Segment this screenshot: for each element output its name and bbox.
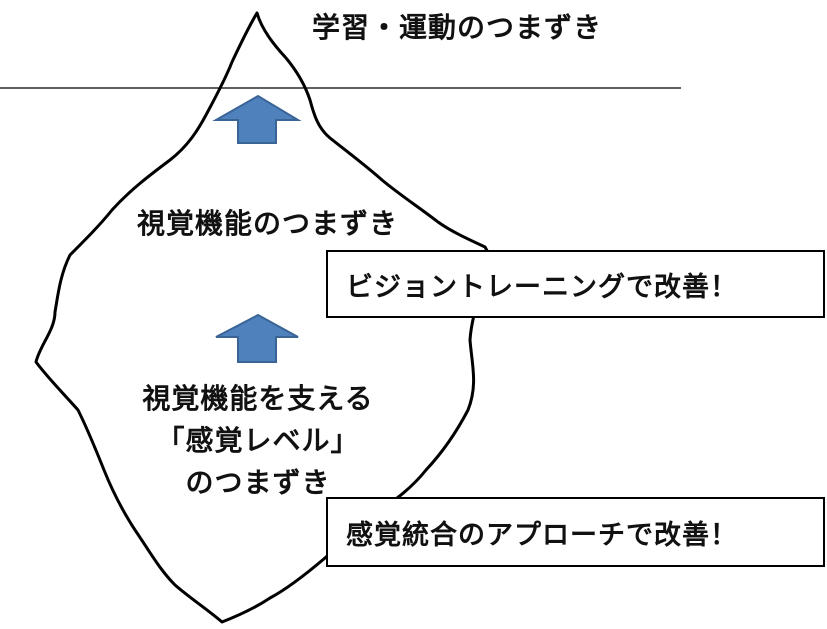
up-arrow-icon (215, 313, 299, 363)
up-arrow-icon (212, 94, 302, 144)
sensory-level-line: 視覚機能を支える (142, 382, 374, 415)
sensory-level-line: のつまずき (185, 466, 331, 499)
diagram-title: 学習・運動のつまずき (312, 11, 603, 44)
iceberg-outline (34, 11, 492, 624)
sensory-level-label: 視覚機能を支える 「感覚レベル」 のつまずき (118, 378, 398, 504)
vision-training-callout: ビジョントレーニングで改善！ (326, 250, 825, 318)
visual-function-label: 視覚機能のつまずき (137, 207, 399, 240)
sensory-integration-callout: 感覚統合のアプローチで改善！ (326, 497, 825, 567)
sensory-level-line: 「感覚レベル」 (156, 424, 360, 457)
